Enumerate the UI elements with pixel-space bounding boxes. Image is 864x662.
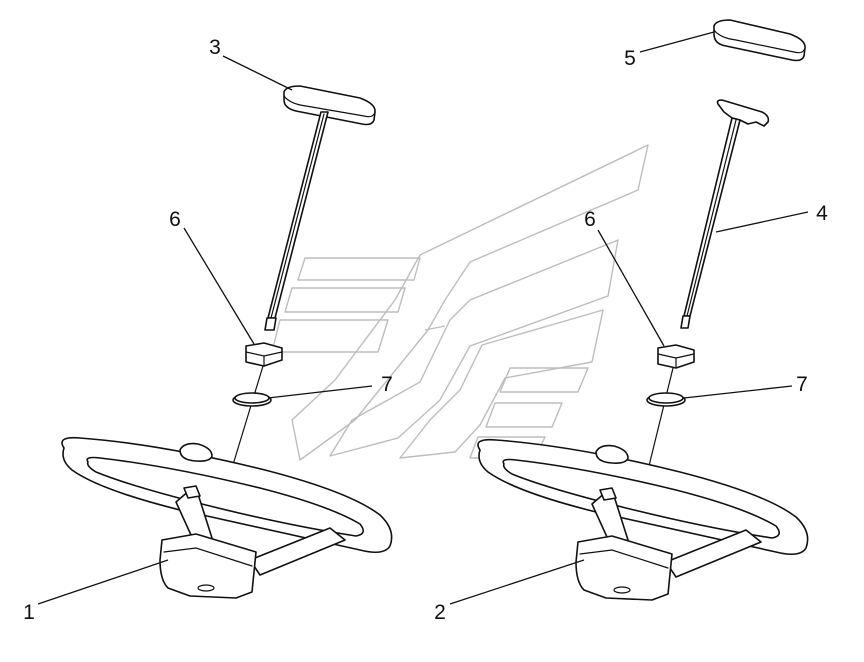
steering-wheel-right xyxy=(477,438,809,601)
leader-6-left xyxy=(183,227,255,345)
callout-6-left: 6 xyxy=(169,208,181,231)
right-assembly xyxy=(449,19,809,605)
leader-3 xyxy=(222,55,293,91)
callout-5: 5 xyxy=(624,47,636,70)
callout-4: 4 xyxy=(816,202,828,225)
horn-cap-left xyxy=(283,85,376,126)
nut-right xyxy=(657,344,695,369)
callout-1: 1 xyxy=(23,601,35,624)
leader-6-right xyxy=(597,229,665,347)
right-axis-line xyxy=(647,367,674,471)
washer-right xyxy=(646,392,686,407)
callout-7-right: 7 xyxy=(796,373,808,396)
horn-cap-right xyxy=(713,19,806,62)
callout-3: 3 xyxy=(209,36,221,59)
leader-4 xyxy=(715,211,809,233)
callout-2: 2 xyxy=(434,601,446,624)
watermark-logo xyxy=(271,144,649,461)
leader-2 xyxy=(449,559,585,605)
washer-left xyxy=(232,392,272,407)
leader-7-left xyxy=(267,385,373,399)
nut-left xyxy=(245,342,283,367)
leader-5 xyxy=(639,31,715,53)
leader-1 xyxy=(37,559,169,605)
leader-7-right xyxy=(683,385,793,399)
left-assembly xyxy=(37,55,393,605)
callout-7-left: 7 xyxy=(381,373,393,396)
callout-6-right: 6 xyxy=(584,208,596,231)
shaft-left xyxy=(264,111,329,331)
left-axis-line xyxy=(231,365,264,469)
shaft-right xyxy=(680,99,770,329)
steering-wheel-left xyxy=(61,436,393,599)
